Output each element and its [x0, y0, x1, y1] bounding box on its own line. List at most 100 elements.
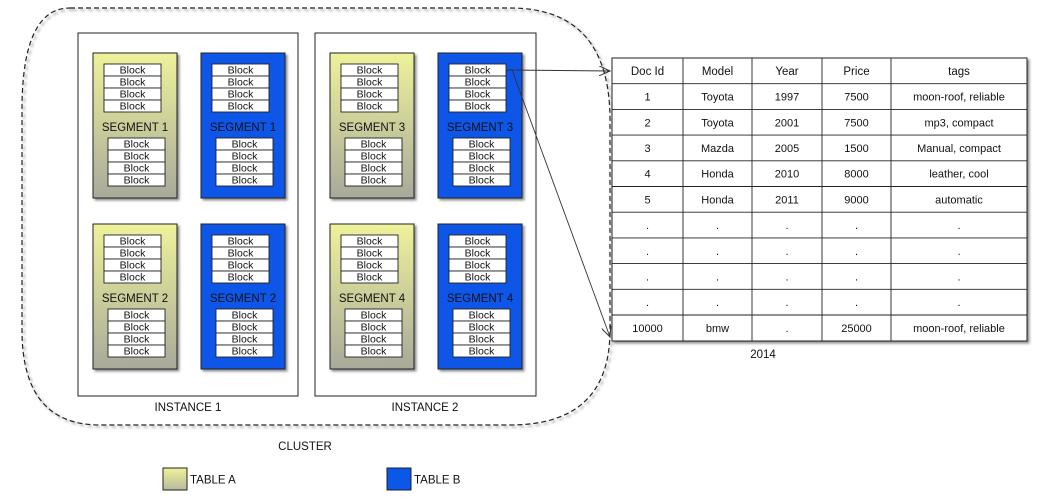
block-label: Block — [469, 322, 495, 334]
table-cell: Honda — [701, 194, 734, 206]
block-label: Block — [124, 334, 150, 346]
block-label: Block — [469, 310, 495, 322]
segment: BlockBlockBlockBlockBlockBlockBlockBlock… — [200, 223, 286, 370]
block-label: Block — [120, 260, 146, 272]
block-label: Block — [120, 248, 146, 260]
table-cell: 7500 — [844, 92, 868, 104]
block-label: Block — [120, 65, 146, 77]
segment: BlockBlockBlockBlockBlockBlockBlockBlock… — [92, 223, 178, 370]
block-label: Block — [465, 89, 491, 101]
segment: BlockBlockBlockBlockBlockBlockBlockBlock… — [437, 223, 523, 370]
block-box — [452, 173, 511, 187]
block-label: Block — [361, 346, 387, 358]
block-label: Block — [232, 322, 258, 334]
block-box — [211, 270, 270, 284]
table-cell: . — [785, 323, 788, 335]
table-cell: . — [957, 220, 960, 232]
table-cell: leather, cool — [929, 169, 988, 181]
block-label: Block — [357, 272, 383, 284]
block-label: Block — [124, 322, 150, 334]
block-label: Block — [120, 236, 146, 248]
block-label: Block — [469, 139, 495, 151]
instance-2-label: INSTANCE 2 — [392, 402, 459, 414]
table-cell: 7500 — [844, 117, 868, 129]
table-cell: 2001 — [775, 117, 799, 129]
table-cell: . — [855, 220, 858, 232]
table-cell: Manual, compact — [917, 143, 1001, 155]
block-box — [340, 99, 399, 113]
block-label: Block — [357, 260, 383, 272]
block-label: Block — [465, 260, 491, 272]
block-label: Block — [357, 101, 383, 113]
table-header-cell: tags — [948, 66, 970, 78]
legend-swatch-table-a — [162, 467, 188, 491]
block-label: Block — [357, 77, 383, 89]
legend-label-table-a: TABLE A — [190, 475, 236, 487]
table-cell: Toyota — [701, 117, 734, 129]
block-label: Block — [357, 236, 383, 248]
block-label: Block — [124, 310, 150, 322]
segment: BlockBlockBlockBlockBlockBlockBlockBlock… — [200, 52, 286, 199]
block-label: Block — [469, 163, 495, 175]
table-cell: . — [716, 297, 719, 309]
table-cell: . — [646, 271, 649, 283]
block-label: Block — [357, 248, 383, 260]
block-label: Block — [228, 272, 254, 284]
block-box — [448, 99, 507, 113]
block-label: Block — [465, 236, 491, 248]
data-table — [611, 57, 1028, 342]
block-label: Block — [232, 163, 258, 175]
block-box — [448, 270, 507, 284]
table-cell: 2 — [644, 117, 650, 129]
block-label: Block — [232, 310, 258, 322]
table-cell: 2010 — [775, 169, 799, 181]
block-label: Block — [465, 101, 491, 113]
table-cell: . — [716, 220, 719, 232]
instance-1-label: INSTANCE 1 — [155, 402, 222, 414]
segment-label: SEGMENT 2 — [102, 293, 168, 305]
block-box — [344, 173, 403, 187]
legend-swatch-table-b — [386, 467, 412, 491]
block-label: Block — [120, 101, 146, 113]
table-cell: 8000 — [844, 169, 868, 181]
segment-label: SEGMENT 1 — [102, 122, 168, 134]
segment-label: SEGMENT 1 — [210, 122, 276, 134]
segment-label: SEGMENT 4 — [339, 293, 406, 305]
block-label: Block — [232, 346, 258, 358]
block-label: Block — [469, 175, 495, 187]
table-caption: 2014 — [750, 349, 776, 361]
table-cell: 2011 — [775, 194, 799, 206]
block-box — [340, 270, 399, 284]
table-cell: 1997 — [775, 92, 799, 104]
block-label: Block — [228, 248, 254, 260]
block-box — [107, 173, 166, 187]
block-box — [215, 344, 274, 358]
block-label: Block — [465, 248, 491, 260]
block-box — [344, 344, 403, 358]
legend-label-table-b: TABLE B — [414, 475, 461, 487]
table-cell: . — [855, 246, 858, 258]
table-cell: . — [716, 271, 719, 283]
table-cell: mp3, compact — [924, 117, 993, 129]
block-label: Block — [361, 139, 387, 151]
table-cell: 5 — [644, 194, 650, 206]
table-cell: moon-roof, reliable — [913, 323, 1005, 335]
table-cell: . — [957, 246, 960, 258]
block-label: Block — [361, 151, 387, 163]
block-label: Block — [232, 139, 258, 151]
block-label: Block — [361, 175, 387, 187]
table-cell: . — [855, 271, 858, 283]
block-label: Block — [228, 65, 254, 77]
block-label: Block — [469, 151, 495, 163]
block-label: Block — [228, 89, 254, 101]
block-label: Block — [465, 272, 491, 284]
block-box — [452, 344, 511, 358]
table-cell: . — [785, 220, 788, 232]
arrow-to-table-top — [506, 70, 610, 71]
block-label: Block — [228, 260, 254, 272]
table-cell: 2005 — [775, 143, 799, 155]
cluster-label: CLUSTER — [278, 441, 332, 453]
table-cell: . — [646, 220, 649, 232]
block-label: Block — [361, 322, 387, 334]
